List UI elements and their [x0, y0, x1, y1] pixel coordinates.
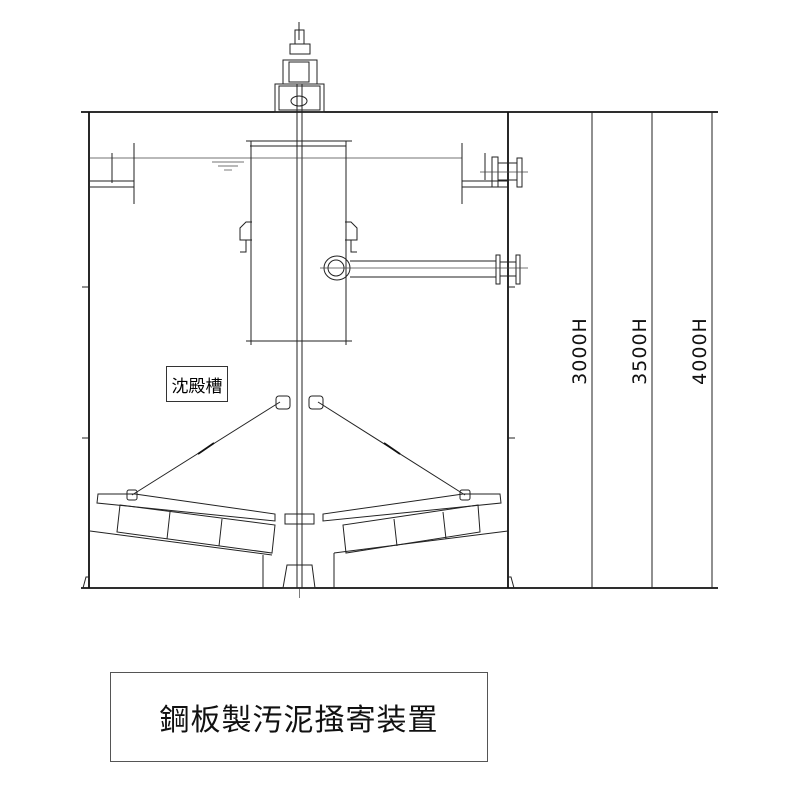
- outlet-pipe: [480, 156, 528, 188]
- dimension-lines: [591, 112, 713, 588]
- drive-unit: [274, 22, 325, 113]
- dimension-4000h: 4000H: [688, 317, 711, 385]
- dimension-3000h: 3000H: [568, 317, 591, 385]
- inlet-pipe: [320, 254, 528, 285]
- center-shaft: [296, 84, 303, 598]
- drawing-title: 鋼板製汚泥掻寄装置: [110, 672, 488, 762]
- tank-label: 沈殿槽: [166, 366, 228, 402]
- water-level: [90, 157, 462, 171]
- hopper-floor: [89, 530, 509, 589]
- dimension-3500h: 3500H: [628, 317, 651, 385]
- center-well: [239, 140, 358, 345]
- tank-outline: [81, 111, 718, 589]
- scraper-arms: [96, 493, 502, 554]
- suspension-cables: [126, 395, 471, 501]
- overflow-troughs: [90, 143, 508, 204]
